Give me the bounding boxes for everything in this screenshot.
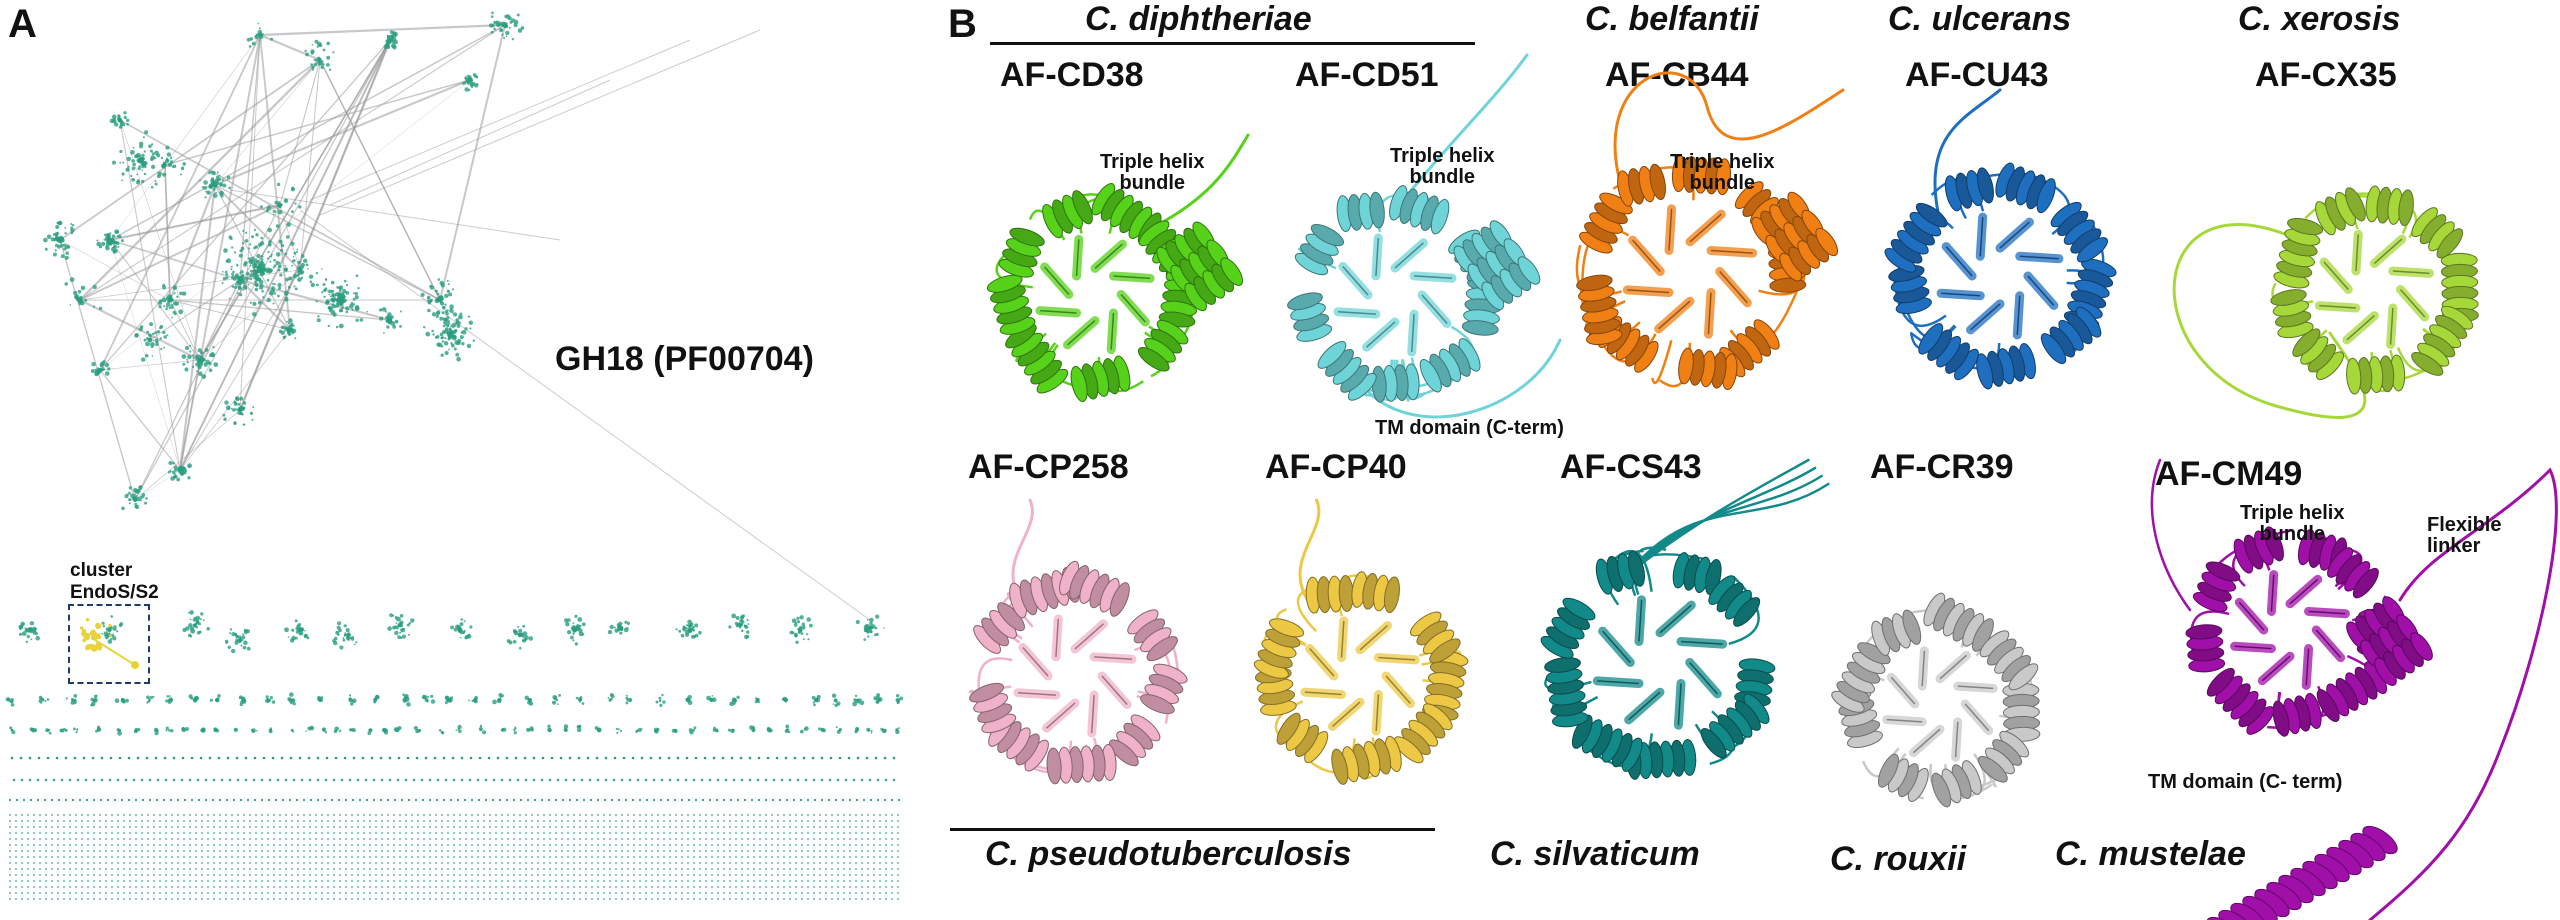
beta-barrel [1627, 209, 1752, 334]
ribbon-svg [1790, 550, 2090, 830]
ribbon-svg [1845, 100, 2155, 420]
flexible-tail [2174, 225, 2365, 418]
endos-cluster-box [68, 604, 150, 684]
beta-barrel [2235, 575, 2346, 686]
annotation-text: bundle [1100, 173, 1204, 194]
structure-id-cd38: AF-CD38 [1000, 56, 1144, 95]
gh18-family-label: GH18 (PF00704) [555, 340, 814, 379]
network-nodes [6, 12, 904, 900]
annotation-text: bundle [2240, 524, 2344, 545]
structure-id-cp40: AF-CP40 [1265, 448, 1407, 487]
pseudotuberculosis-overline [950, 828, 1435, 831]
beta-barrel [1040, 239, 1150, 349]
cluster-label-line1: cluster [70, 560, 159, 582]
beta-barrel [1018, 619, 1132, 733]
network-edges [60, 25, 870, 620]
annotation-tm-domain-cd51: TM domain (C-term) [1375, 418, 1564, 439]
alpha-helices [1829, 590, 2042, 809]
ribbon-svg [925, 135, 1265, 425]
annotation-text: Flexible [2427, 515, 2501, 536]
annotation-text: linker [2427, 536, 2501, 557]
protein-structure-cb44 [1520, 90, 1860, 420]
ribbon-svg [1495, 470, 1825, 820]
ribbon-svg [1520, 90, 1860, 420]
ribbon-svg [1215, 500, 1505, 820]
protein-structure-cp258 [925, 500, 1225, 820]
annotation-text: Triple helix [1670, 152, 1774, 173]
alpha-helices [1286, 184, 1544, 405]
structure-id-cd51: AF-CD51 [1295, 56, 1439, 95]
species-ulcerans: C. ulcerans [1888, 0, 2071, 39]
species-diphtheriae: C. diphtheriae [1085, 0, 1312, 39]
annotation-text: bundle [1670, 173, 1774, 194]
annotation-triple-helix-cb44: Triple helix bundle [1670, 152, 1774, 194]
alpha-helices [1252, 571, 1469, 786]
annotation-text: Triple helix [1390, 146, 1494, 167]
protein-structure-cp40 [1215, 500, 1505, 820]
structure-id-cx35: AF-CX35 [2255, 56, 2397, 95]
annotation-flexible-linker: Flexible linker [2427, 515, 2501, 557]
beta-barrel [1941, 217, 2059, 335]
cluster-label: cluster EndoS/S2 [70, 560, 159, 604]
alpha-helices [1882, 161, 2119, 391]
alpha-helices [985, 180, 1246, 403]
alpha-helices [1538, 550, 1776, 780]
annotation-text: bundle [1390, 167, 1494, 188]
beta-barrel [1887, 651, 1993, 757]
protein-structure-cr39 [1790, 550, 2090, 830]
species-rouxii: C. rouxii [1830, 840, 1966, 879]
beta-barrel [1305, 621, 1415, 731]
annotation-text: Triple helix [2240, 503, 2344, 524]
protein-structure-cs43 [1495, 470, 1825, 820]
species-belfantii: C. belfantii [1585, 0, 1759, 39]
structure-id-cr39: AF-CR39 [1870, 448, 2014, 487]
structure-id-cp258: AF-CP258 [968, 448, 1129, 487]
annotation-text: Triple helix [1100, 152, 1204, 173]
annotation-triple-helix-cm49: Triple helix bundle [2240, 503, 2344, 545]
ribbon-svg [2145, 130, 2515, 420]
cluster-label-line2: EndoS/S2 [70, 582, 159, 604]
structure-id-cu43: AF-CU43 [1905, 56, 2049, 95]
sequence-similarity-network [0, 0, 910, 915]
alpha-helices [967, 559, 1189, 785]
beta-barrel [2319, 234, 2429, 344]
protein-structure-cd38 [925, 135, 1265, 425]
alpha-helices [2185, 525, 2436, 739]
ribbon-svg [925, 500, 1225, 820]
protein-structure-cu43 [1845, 100, 2155, 420]
alpha-helices [2269, 185, 2478, 395]
annotation-tm-domain-cm49: TM domain (C- term) [2148, 772, 2342, 793]
panel-b-label: B [948, 2, 977, 47]
annotation-triple-helix-cd51: Triple helix bundle [1390, 146, 1494, 188]
protein-structure-cx35 [2145, 130, 2515, 420]
species-pseudotuberculosis: C. pseudotuberculosis [985, 835, 1352, 874]
species-xerosis: C. xerosis [2238, 0, 2401, 39]
tm-helix [2202, 821, 2401, 920]
beta-barrel [1338, 238, 1452, 352]
species-silvaticum: C. silvaticum [1490, 835, 1700, 874]
beta-barrel [1597, 600, 1722, 725]
diphtheriae-underline [990, 42, 1475, 45]
annotation-triple-helix-cd38: Triple helix bundle [1100, 152, 1204, 194]
